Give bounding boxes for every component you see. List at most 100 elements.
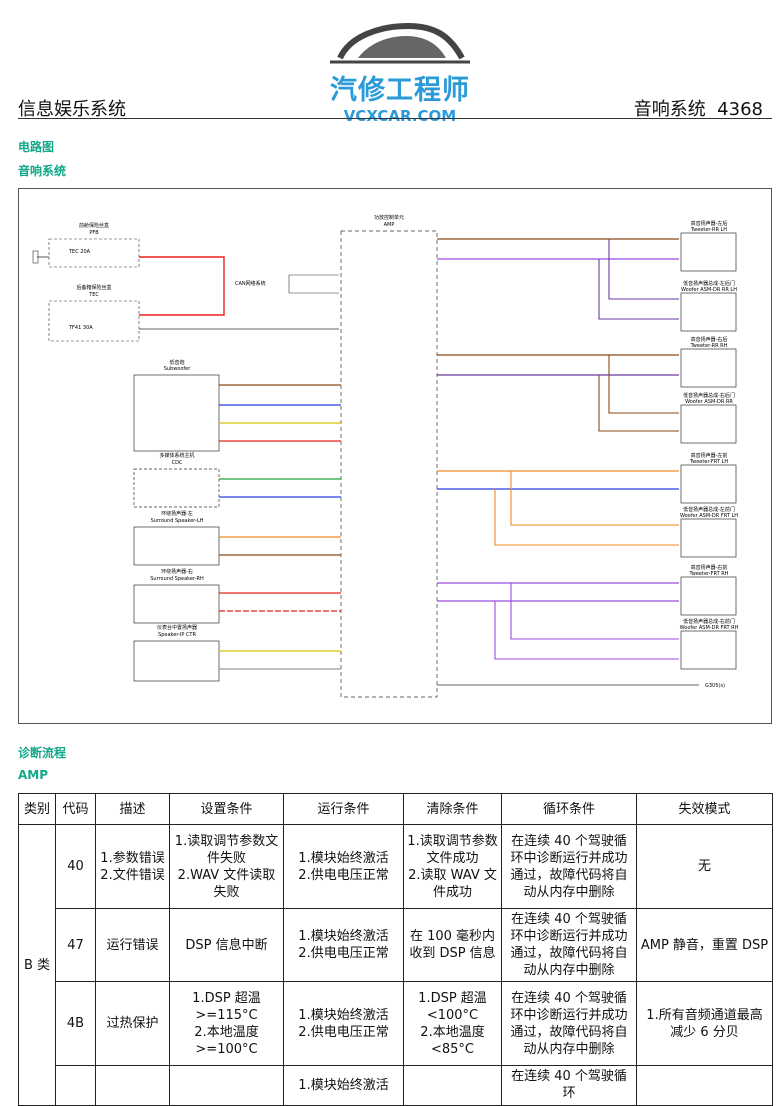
tw-frt-rh-cn: 高音扬声器-右前 (691, 564, 728, 571)
set-cell: 1.DSP 超温 >=115°C 2.本地温度 >=100°C (169, 981, 284, 1066)
tw-frt-lh-cn: 高音扬声器-左前 (691, 452, 728, 459)
tw-rr-rh-en: Tweeter-RR RH (690, 343, 728, 349)
woofer-rr-rh: 低音扬声器总成-右后门 Woofer ASM-DR RR (680, 392, 737, 444)
amp-label: AMP (384, 222, 395, 228)
fail-cell: 无 (636, 824, 773, 909)
tweeter-rr-rh: 高音扬声器-右后 Tweeter-RR RH (680, 336, 737, 388)
table-row: B 类 40 1.参数错误 2.文件错误 1.读取调节参数文件失败 2.WAV … (18, 824, 773, 1106)
cdc-en: CDC (172, 460, 183, 466)
code-cell (55, 1065, 96, 1106)
slh-cn: 环绕扬声器-左 (161, 510, 193, 517)
run-line: 2.供电电压正常 (298, 1024, 389, 1040)
slh-en: Surround Speaker-LH (151, 518, 204, 524)
fuse-box-tec: 后备箱保险丝盒 TEC TF41 30A (48, 284, 140, 342)
header-category: 类别 (18, 793, 56, 825)
fuse-f2-label: TF41 30A (68, 325, 93, 331)
fail-cell: 1.所有音频通道最高减少 6 分贝 (636, 981, 773, 1066)
run-line: 1.模块始终激活 (298, 1007, 389, 1023)
desc-cell (95, 1065, 170, 1106)
battery-icon (32, 250, 39, 264)
amp-box: 功放控制单元 AMP (340, 214, 438, 698)
clear-line: 1.DSP 超温 <100°C (418, 990, 487, 1023)
fuse-f1-label: TEC 20A (68, 249, 91, 255)
wf-rr-lh-cn: 低音扬声器总成-左后门 (683, 280, 735, 287)
woofer-frt-lh: 低音扬声器总成-左前门 Woofer ASM-DR FRT LH (680, 506, 738, 558)
run-cell: 1.模块始终激活 2.供电电压正常 (283, 908, 404, 982)
code-cell: 40 (55, 824, 96, 909)
set-line: 1.读取调节参数文件失败 (174, 833, 279, 866)
set-cell: DSP 信息中断 (169, 908, 284, 982)
wf-frt-lh-cn: 低音扬声器总成-左前门 (683, 506, 735, 513)
header-system: 信息娱乐系统 (18, 99, 126, 120)
ctr-cn: 仪表台中置扬声器 (157, 624, 197, 631)
set-cell (169, 1065, 284, 1106)
section-diag: 诊断流程 (18, 746, 67, 760)
ctr-en: Speaker-IP CTR (158, 632, 196, 638)
cycle-cell: 在连续 40 个驾驶循环中诊断运行并成功通过，故障代码将自动从内存中删除 (501, 981, 637, 1066)
ground-label: G305(s) (705, 683, 725, 689)
cdc: 多媒体系统主机 CDC (133, 452, 220, 508)
tw-frt-lh-en: Tweeter-FRT LH (689, 459, 728, 465)
header-run: 运行条件 (283, 793, 404, 825)
desc-cell: 1.参数错误 2.文件错误 (95, 824, 170, 909)
wire-rr-left-branch (598, 239, 679, 320)
speaker-ip-ctr: 仪表台中置扬声器 Speaker-IP CTR (133, 624, 220, 682)
wf-frt-lh-en: Woofer ASM-DR FRT LH (680, 513, 738, 519)
header-page: 音响系统 4368 (633, 99, 763, 120)
section-amp: AMP (18, 768, 49, 782)
dtc-table: 类别 代码 描述 设置条件 运行条件 清除条件 循环条件 失效模式 B 类 40… (18, 793, 773, 1106)
table-row: 47 运行错误 DSP 信息中断 1.模块始终激活 2.供电电压正常 在 100… (19, 908, 773, 982)
wire-frt-right-branch (494, 583, 679, 660)
fuse-box-rear-label: 后备箱保险丝盒 (76, 284, 111, 291)
tw-rr-lh-en: Tweeter-RR LH (690, 227, 727, 233)
subwoofer: 低音炮 Subwoofer (133, 359, 220, 452)
logo-text-cn: 汽修工程师 (330, 75, 470, 106)
cycle-cell: 在连续 40 个驾驶循环 (501, 1065, 637, 1106)
table-header-row: 类别 代码 描述 设置条件 运行条件 清除条件 循环条件 失效模式 (18, 793, 773, 825)
wf-frt-rh-en: Woofer ASM-DR FRT RH (680, 625, 739, 631)
set-cell: 1.读取调节参数文件失败 2.WAV 文件读取失败 (169, 824, 284, 909)
woofer-frt-rh: 低音扬声器总成-右前门 Woofer ASM-DR FRT RH (680, 618, 739, 670)
category-cell: B 类 (18, 824, 56, 1106)
wire-frt-left-branch (494, 471, 679, 546)
surround-speaker-lh: 环绕扬声器-左 Surround Speaker-LH (133, 510, 220, 566)
run-cell: 1.模块始终激活 2.供电电压正常 (283, 824, 404, 909)
header-clear: 清除条件 (403, 793, 502, 825)
clear-cell (403, 1065, 502, 1106)
circuit-diagram: 前舱保险丝盒 PFB TEC 20A 后备箱保险丝盒 TEC TF41 30A … (18, 188, 772, 724)
desc-line: 2.文件错误 (100, 867, 165, 883)
car-logo-icon (330, 22, 470, 64)
clear-cell: 1.DSP 超温 <100°C 2.本地温度 <85°C (403, 981, 502, 1066)
subwoofer-en: Subwoofer (164, 366, 192, 372)
clear-cell: 1.读取调节参数文件成功 2.读取 WAV 文件成功 (403, 824, 502, 909)
run-cell: 1.模块始终激活 2.供电电压正常 (283, 981, 404, 1066)
run-line: 2.供电电压正常 (298, 867, 389, 883)
section-system: 音响系统 (18, 164, 67, 178)
wf-rr-lh-en: Woofer ASM-DR RR LH (681, 287, 737, 293)
tw-rr-rh-cn: 高音扬声器-右后 (691, 336, 728, 343)
code-cell: 47 (55, 908, 96, 982)
cycle-cell: 在连续 40 个驾驶循环中诊断运行并成功通过，故障代码将自动从内存中删除 (501, 908, 637, 982)
clear-cell: 在 100 毫秒内收到 DSP 信息 (403, 908, 502, 982)
clear-line: 2.读取 WAV 文件成功 (408, 867, 497, 900)
tweeter-rr-lh: 高音扬声器-左后 Tweeter-RR LH (680, 220, 737, 272)
logo-text-en: VCXCAR.COM (343, 107, 457, 125)
header-set: 设置条件 (169, 793, 284, 825)
clear-line: 2.本地温度 <85°C (420, 1024, 485, 1057)
tec-label: TEC (88, 292, 99, 298)
section-circuit: 电路图 (18, 140, 55, 154)
wf-rr-rh-cn: 低音扬声器总成-右后门 (683, 392, 735, 399)
set-line: 2.WAV 文件读取失败 (177, 867, 276, 900)
table-row: 1.模块始终激活 在连续 40 个驾驶循环 (19, 1065, 773, 1106)
tw-rr-lh-cn: 高音扬声器-左后 (691, 220, 728, 227)
header-code: 代码 (55, 793, 96, 825)
wire-power-red (139, 256, 225, 316)
fuse-box-front-label: 前舱保险丝盒 (79, 222, 109, 229)
tw-frt-rh-en: Tweeter-FRT RH (689, 571, 729, 577)
tweeter-frt-lh: 高音扬声器-左前 Tweeter-FRT LH (680, 452, 737, 504)
header-divider (18, 118, 772, 119)
header-desc: 描述 (95, 793, 170, 825)
surround-speaker-rh: 环绕扬声器-右 Surround Speaker-RH (133, 568, 220, 624)
cdc-cn: 多媒体系统主机 (159, 452, 194, 459)
desc-cell: 运行错误 (95, 908, 170, 982)
